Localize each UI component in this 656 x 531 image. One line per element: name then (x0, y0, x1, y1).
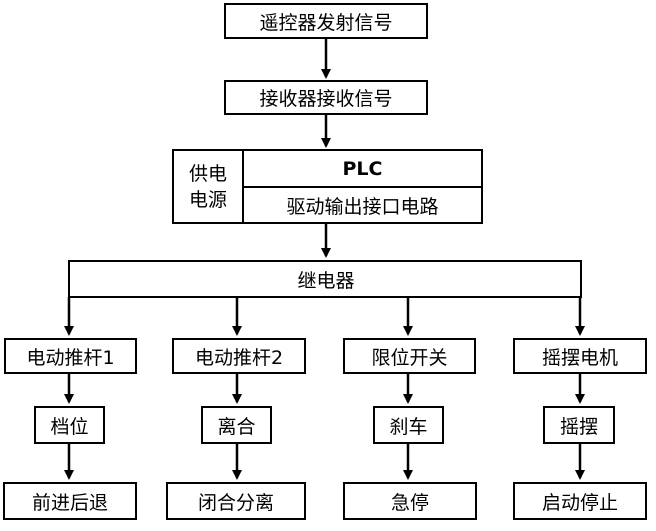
action-label-4: 启动停止 (541, 491, 618, 514)
action-label-1: 前进后退 (31, 491, 108, 514)
remote-transmit-box: 遥控器发射信号 (224, 3, 428, 39)
device-box-3: 限位开关 (343, 338, 476, 374)
mode-box-4: 摇摆 (543, 406, 615, 444)
mode-label-3: 刹车 (389, 415, 428, 438)
device-label-4: 摇摆电机 (541, 346, 618, 369)
device-box-1: 电动推杆1 (4, 338, 137, 374)
power-label-line-2: 电源 (188, 188, 227, 211)
power-label-line-1: 供电 (188, 162, 227, 185)
driver-circuit-label: 驱动输出接口电路 (286, 195, 439, 218)
action-box-3: 急停 (343, 482, 477, 520)
plc-block: 供电 电源 PLC 驱动输出接口电路 (172, 149, 483, 224)
receiver-label: 接收器接收信号 (259, 88, 393, 110)
mode-box-1: 档位 (34, 406, 105, 444)
mode-box-3: 刹车 (373, 406, 444, 444)
device-box-2: 电动推杆2 (172, 338, 306, 374)
action-box-4: 启动停止 (513, 482, 647, 520)
device-label-3: 限位开关 (371, 346, 448, 369)
action-box-2: 闭合分离 (166, 482, 306, 520)
action-label-2: 闭合分离 (197, 491, 274, 514)
device-box-4: 摇摆电机 (513, 338, 647, 374)
device-label-1: 电动推杆1 (26, 346, 115, 369)
remote-transmit-label: 遥控器发射信号 (259, 11, 393, 34)
action-label-3: 急停 (390, 491, 429, 514)
plc-divider-vertical (242, 151, 244, 222)
mode-label-4: 摇摆 (559, 415, 598, 438)
action-box-1: 前进后退 (3, 482, 137, 520)
plc-divider-horizontal (244, 186, 481, 188)
device-label-2: 电动推杆2 (194, 346, 284, 369)
plc-label: PLC (342, 157, 383, 180)
power-supply-label: 供电 电源 (174, 151, 242, 222)
mode-box-2: 离合 (201, 406, 272, 444)
mode-label-2: 离合 (217, 415, 256, 438)
mode-label-1: 档位 (50, 415, 89, 438)
relay-label: 继电器 (276, 262, 376, 296)
receiver-box: 接收器接收信号 (224, 80, 428, 115)
